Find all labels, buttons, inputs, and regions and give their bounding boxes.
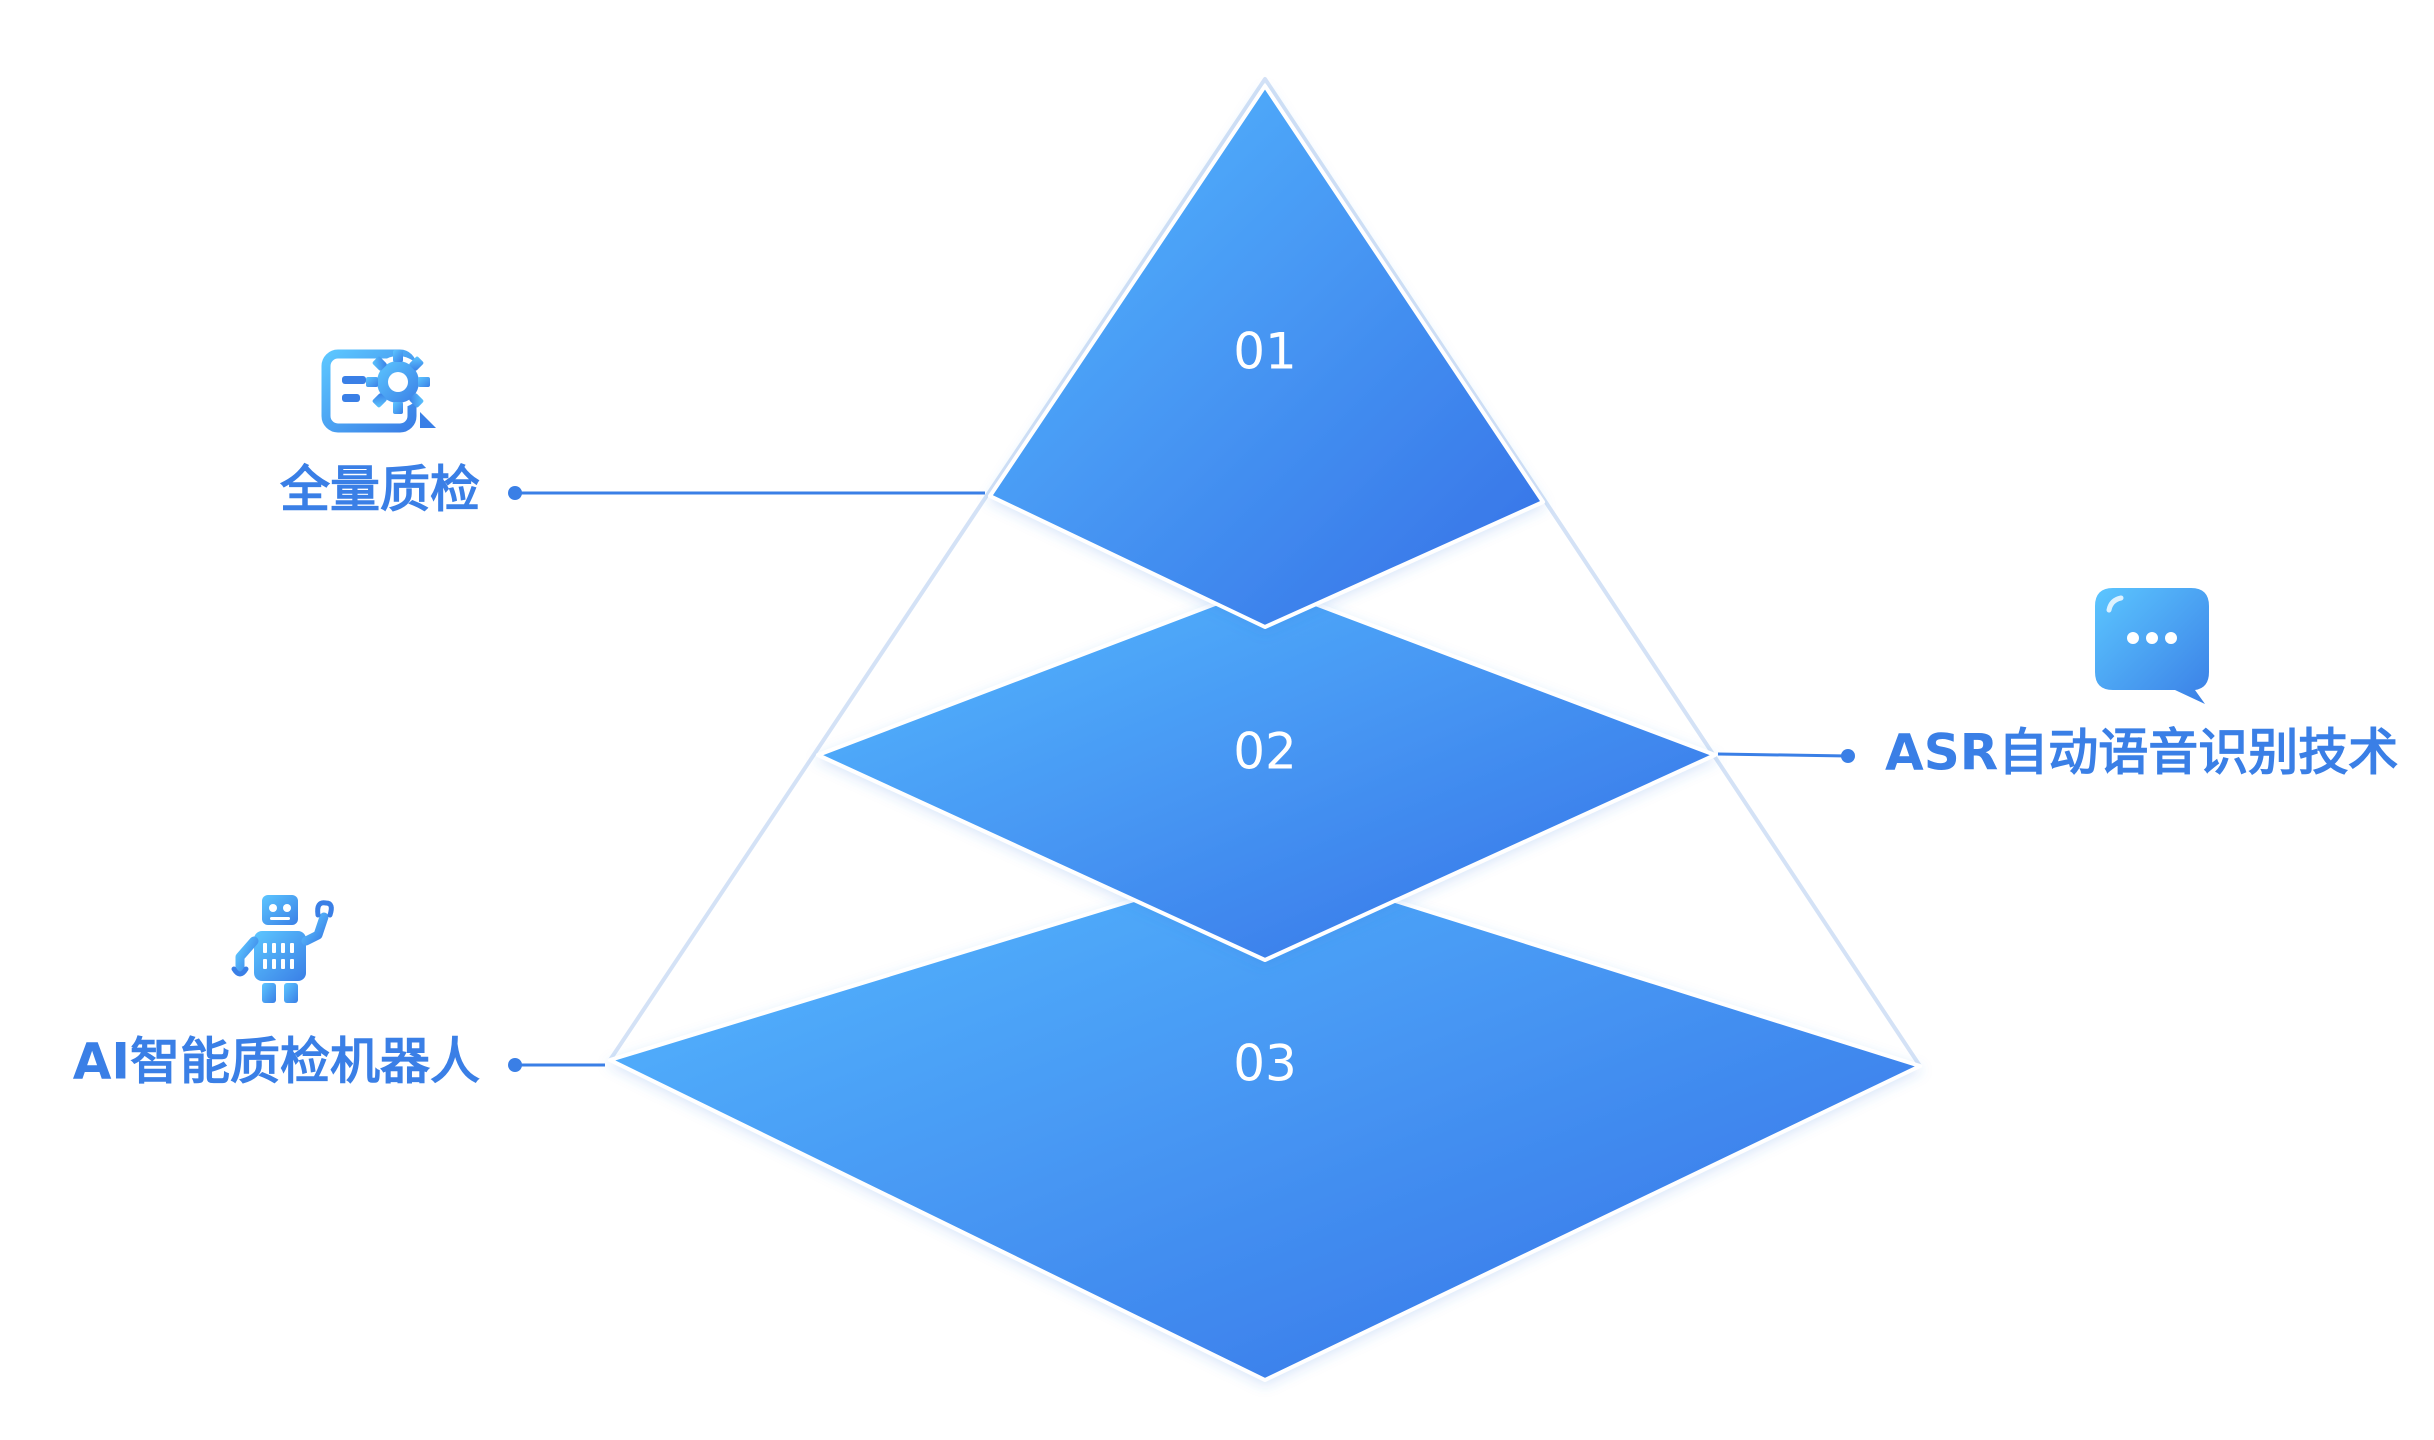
pyramid-layer-01: 01	[988, 84, 1545, 629]
layer-03-shape	[608, 858, 1922, 1382]
layer-02-shape	[816, 583, 1717, 962]
pyramid-layer-02: 02	[816, 583, 1717, 962]
connector-right	[1717, 749, 1855, 763]
label-ai-robot: AI智能质检机器人	[73, 1033, 480, 1091]
label-full-quality-inspection: 全量质检	[279, 461, 480, 519]
robot-icon	[231, 895, 334, 1003]
connector-bottom-left	[508, 1058, 605, 1072]
layer-01-shape	[988, 84, 1545, 629]
pyramid-outline	[608, 77, 1922, 1068]
pyramid-layer-03: 03	[608, 858, 1922, 1382]
layer-03-number: 03	[1233, 1035, 1297, 1093]
label-asr-technology: ASR自动语音识别技术	[1885, 724, 2398, 782]
chat-bubble-icon	[2095, 588, 2209, 704]
document-gear-icon	[321, 349, 436, 433]
connector-top-left	[508, 486, 985, 500]
layer-02-number: 02	[1233, 723, 1297, 781]
layer-01-number: 01	[1233, 323, 1297, 381]
